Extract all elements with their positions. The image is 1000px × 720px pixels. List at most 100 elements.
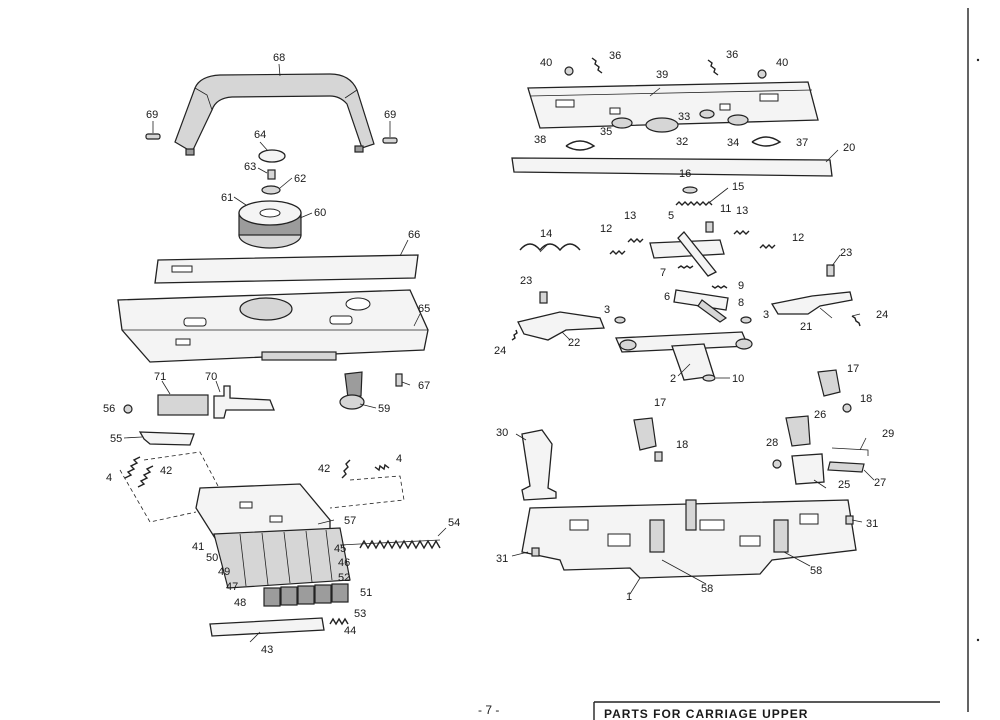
callout: 14 bbox=[540, 228, 552, 240]
magnet-block bbox=[157, 394, 209, 416]
callout: 58 bbox=[701, 583, 713, 595]
callout: 9 bbox=[738, 280, 744, 292]
callout: 54 bbox=[448, 517, 460, 529]
screw-18-right bbox=[842, 403, 852, 413]
knob-cap bbox=[258, 149, 286, 163]
callout: 11 bbox=[720, 203, 731, 215]
dashed-assembly-line bbox=[329, 475, 405, 509]
knob-washer bbox=[261, 185, 281, 195]
cam-35 bbox=[611, 117, 633, 129]
callout: 38 bbox=[534, 134, 546, 146]
spring-42-right bbox=[341, 459, 351, 479]
callout: 44 bbox=[344, 625, 356, 637]
callout: 32 bbox=[676, 136, 688, 148]
cam-lever-5-arm bbox=[677, 231, 718, 277]
spring-13-right bbox=[733, 230, 750, 235]
bracket-26 bbox=[785, 415, 811, 447]
handle-pin-right bbox=[382, 137, 398, 144]
callout: 42 bbox=[160, 465, 172, 477]
callout: 56 bbox=[103, 403, 115, 415]
spring-7 bbox=[677, 265, 694, 269]
callout: 13 bbox=[624, 210, 636, 222]
callout: 23 bbox=[520, 275, 532, 287]
callout: 40 bbox=[776, 57, 788, 69]
callout: 5 bbox=[668, 210, 674, 222]
bracket-30 bbox=[521, 429, 557, 501]
callout: 67 bbox=[418, 380, 430, 392]
cover-strip-slot bbox=[171, 265, 193, 273]
callout: 70 bbox=[205, 371, 217, 383]
clip-28 bbox=[772, 459, 782, 469]
leader-lines bbox=[123, 63, 875, 643]
section-title: PARTS FOR CARRIAGE UPPER bbox=[604, 707, 808, 720]
callout: 18 bbox=[860, 393, 872, 405]
cam-21 bbox=[770, 291, 853, 315]
spring-12-right bbox=[759, 244, 776, 249]
screw-31-left bbox=[531, 547, 540, 557]
spring-24-left bbox=[511, 329, 518, 341]
selector-knob-base bbox=[339, 394, 365, 410]
callout: 48 bbox=[234, 597, 246, 609]
callout: 25 bbox=[838, 479, 850, 491]
clip-3-left bbox=[614, 316, 626, 324]
callout: 41 bbox=[192, 541, 204, 553]
spring-42-left bbox=[137, 465, 154, 488]
washer-33 bbox=[699, 109, 715, 119]
cover-flange bbox=[261, 351, 337, 361]
callout: 30 bbox=[496, 427, 508, 439]
screw-11 bbox=[705, 221, 714, 233]
cam-lever-6 bbox=[673, 289, 729, 311]
callout: 6 bbox=[664, 291, 670, 303]
callout: 45 bbox=[334, 543, 346, 555]
callout: 69 bbox=[384, 109, 396, 121]
bracket-17-left bbox=[633, 417, 657, 451]
callout: 29 bbox=[882, 428, 894, 440]
callout: 68 bbox=[273, 52, 285, 64]
callout: 36 bbox=[609, 50, 621, 62]
callout: 3 bbox=[763, 309, 769, 321]
lower-rail-plate bbox=[511, 157, 833, 177]
nut-40-left bbox=[564, 66, 574, 76]
callout: 55 bbox=[110, 433, 122, 445]
callout: 52 bbox=[338, 572, 350, 584]
roller-27 bbox=[827, 461, 865, 473]
callout: 15 bbox=[732, 181, 744, 193]
screw-18-left bbox=[654, 451, 663, 462]
spring-24-right bbox=[851, 315, 861, 327]
callout: 43 bbox=[261, 644, 273, 656]
bracket-17-right bbox=[817, 369, 841, 397]
spring-12-left bbox=[609, 250, 626, 255]
dashed-assembly-line bbox=[119, 469, 197, 523]
callout: 61 bbox=[221, 192, 233, 204]
callout: 71 bbox=[154, 371, 166, 383]
cover-strip bbox=[154, 254, 419, 284]
spring-4-left bbox=[124, 456, 141, 479]
callout: 7 bbox=[660, 267, 666, 279]
selector-knob bbox=[344, 371, 363, 399]
magnet-row bbox=[263, 583, 349, 607]
selector-bar bbox=[209, 617, 325, 637]
callout: 66 bbox=[408, 229, 420, 241]
callout: 10 bbox=[732, 373, 744, 385]
callout: 36 bbox=[726, 49, 738, 61]
wire-spring-14 bbox=[519, 243, 581, 252]
callout: 12 bbox=[600, 223, 612, 235]
callout: 1 bbox=[626, 591, 632, 603]
callout: 39 bbox=[656, 69, 668, 81]
knob-screw bbox=[267, 169, 276, 180]
callout: 17 bbox=[654, 397, 666, 409]
needle-selector-levers bbox=[213, 527, 351, 589]
callout: 4 bbox=[396, 453, 402, 465]
callout: 58 bbox=[810, 565, 822, 577]
callout: 57 bbox=[344, 515, 356, 527]
bracket-25 bbox=[791, 453, 825, 485]
tension-dial bbox=[238, 200, 302, 249]
screw-67 bbox=[395, 373, 403, 387]
lever-bracket bbox=[213, 385, 275, 419]
cam-32 bbox=[645, 117, 679, 133]
callout: 34 bbox=[727, 137, 739, 149]
callout: 17 bbox=[847, 363, 859, 375]
callout: 31 bbox=[496, 553, 508, 565]
callout: 46 bbox=[338, 557, 350, 569]
